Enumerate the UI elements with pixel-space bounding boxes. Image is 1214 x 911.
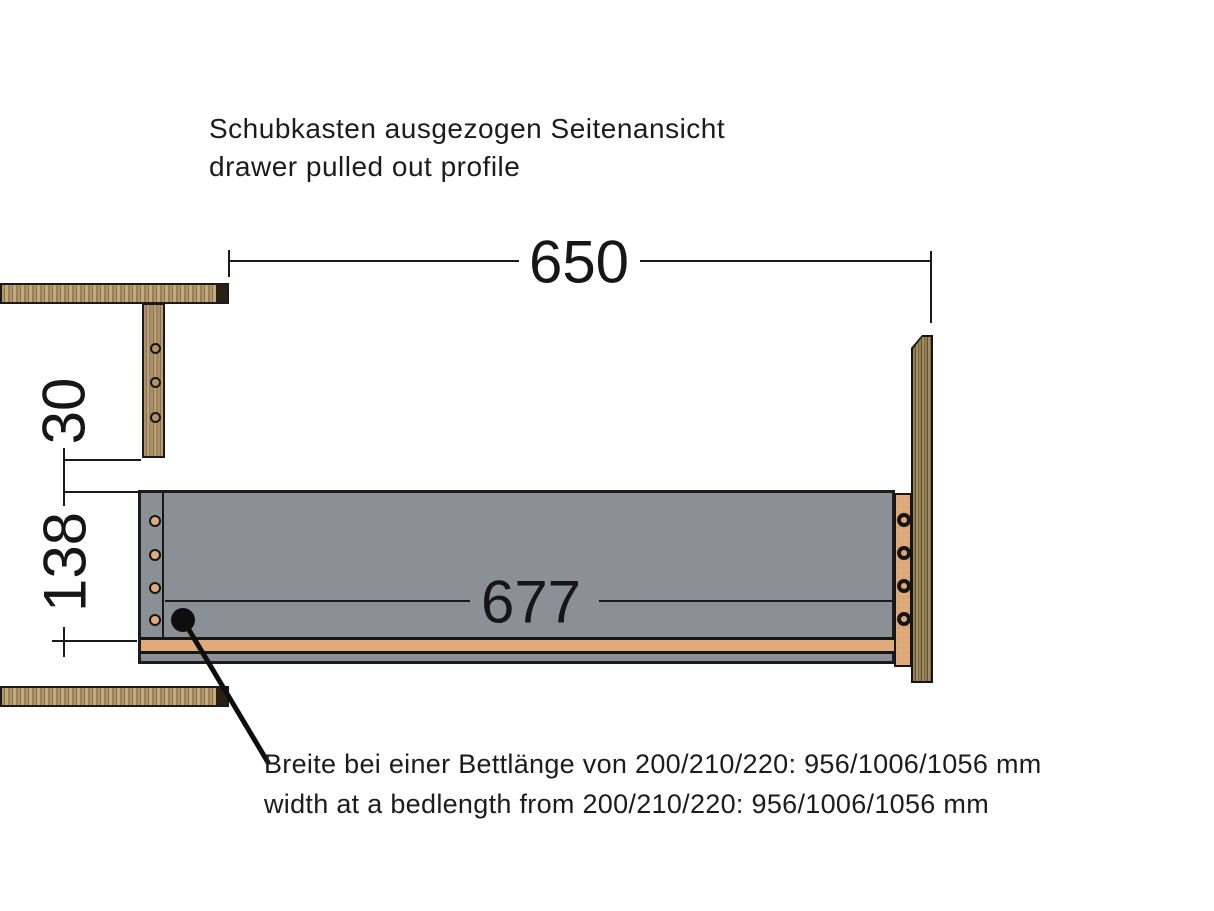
drawing-title-en: drawer pulled out profile [209, 151, 521, 182]
dim-650-extension-right [930, 251, 932, 323]
drawer-front-panel [911, 335, 933, 683]
dim-677-line-left [165, 600, 470, 602]
mounting-bracket [142, 303, 165, 458]
bracket-screw-hole [150, 377, 161, 388]
front-screw [897, 513, 911, 527]
drawer-front-inner-board [894, 493, 912, 667]
dim-677-label: 677 [480, 568, 582, 636]
drawer-bottom-board [141, 637, 901, 654]
front-screw [897, 612, 911, 626]
dim-138-label: 138 [31, 511, 99, 613]
bed-rail-bottom [0, 686, 229, 707]
drawing-title: Schubkasten ausgezogen Seitenansicht dra… [209, 110, 725, 186]
drawer-side-profile: 677 [138, 490, 895, 664]
drawing-title-de: Schubkasten ausgezogen Seitenansicht [209, 113, 726, 144]
drawer-screw-hole [149, 515, 161, 527]
width-annotation-de: Breite bei einer Bettlänge von 200/210/2… [264, 749, 1042, 779]
width-annotation-en: width at a bedlength from 200/210/220: 9… [264, 789, 989, 819]
drawer-screw-hole [149, 549, 161, 561]
dim-650-tick-left [228, 250, 230, 277]
drawer-screw-hole [149, 582, 161, 594]
bracket-screw-hole [150, 412, 161, 423]
dim-650-line-right [640, 260, 930, 262]
dim-30-ext-bottom [63, 491, 141, 493]
bracket-screw-hole [150, 343, 161, 354]
front-screw [897, 579, 911, 593]
front-screw [897, 546, 911, 560]
dim-left-vline-upper [63, 448, 65, 506]
dim-left-vline-lower [63, 627, 65, 657]
bed-rail-bottom-endcap [216, 688, 227, 705]
dim-650-label: 650 [528, 228, 630, 296]
bed-rail-top-endcap [216, 285, 227, 302]
dim-138-ext-bottom [52, 640, 137, 642]
drawer-front-panel-wood [913, 337, 931, 681]
dim-677-line-right [599, 600, 892, 602]
dim-30-ext-top [63, 459, 141, 461]
drawer-front-edge-line [162, 493, 164, 640]
drawer-screw-hole [149, 614, 161, 626]
dim-30-label: 30 [30, 377, 98, 445]
dim-650-line-left [229, 260, 519, 262]
bed-rail-top [0, 283, 229, 304]
width-annotation: Breite bei einer Bettlänge von 200/210/2… [264, 744, 1042, 824]
